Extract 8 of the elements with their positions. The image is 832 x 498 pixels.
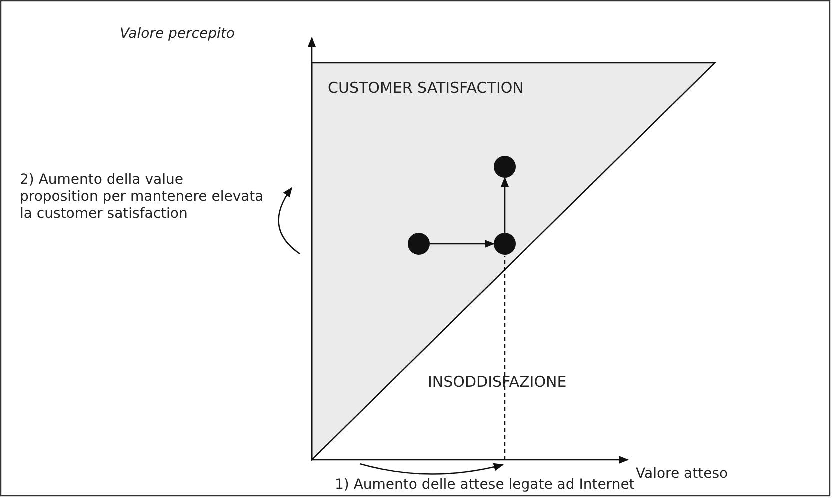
arrow	[501, 177, 509, 233]
axis-title: Valore atteso	[636, 466, 730, 483]
region-label: INSODDISFAZIONE	[428, 374, 568, 391]
annotation-text: 1) Aumento delle attese legate ad Internet	[335, 477, 635, 494]
annotation-text: 2) Aumento della value proposition per mantenere elevata la customer satisfaction	[20, 172, 265, 223]
arrow	[430, 240, 495, 248]
region-label: CUSTOMER SATISFACTION	[328, 80, 525, 97]
axis-title: Valore percepito	[120, 26, 236, 43]
